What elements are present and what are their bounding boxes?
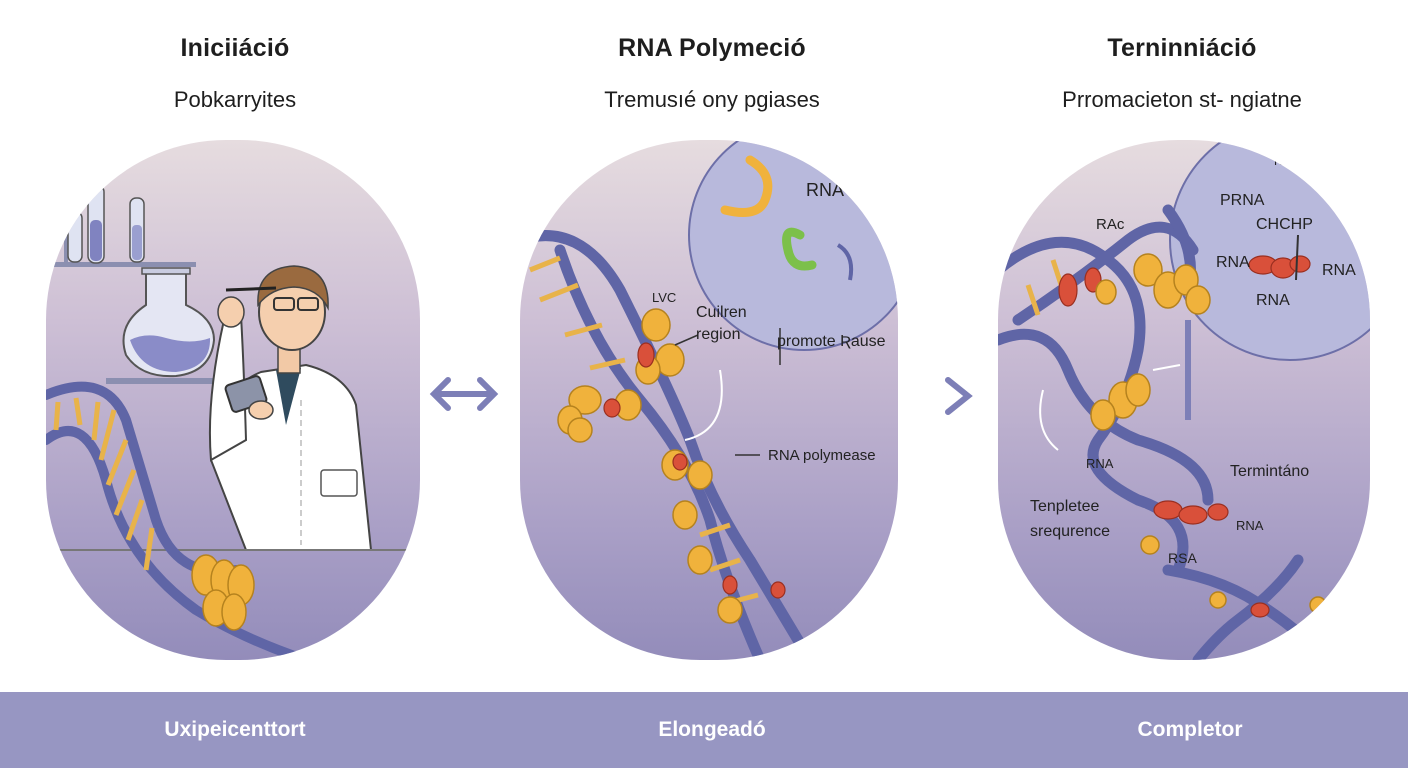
label-chchp: CHCHP [1256, 216, 1313, 233]
stage-title: RNA Polymeció [618, 34, 806, 62]
right-arrow-icon [812, 377, 973, 415]
footer-label-1: Uxipeicenttort [164, 718, 306, 741]
footer-label-3: Completor [1137, 718, 1243, 741]
label-rac: RAc [1096, 216, 1125, 233]
label-rna-left: RNA [1216, 254, 1250, 271]
label-region: Cuilren region [696, 304, 747, 343]
panel-initiation [46, 140, 420, 660]
footer-label-2: Elongeadó [658, 718, 766, 741]
dna-polymerase-illustration [520, 140, 898, 660]
label-rsa: RSA [1168, 550, 1197, 566]
stage-header-termination: Terninniáció Prromacieton st- ngiatne [1002, 34, 1362, 113]
label-rna-right: RNA [1322, 262, 1356, 279]
panel-termination: RAc H3 PRNA CHCHP RNA RNA RNA RNA Termin… [998, 140, 1370, 660]
stage-title: Iniciiáció [180, 34, 290, 62]
stage-subtitle: Pobkarryites [173, 87, 297, 112]
label-template-sequence: Tenpletee srequrence [1030, 498, 1111, 540]
label-prna: PRNA [1220, 192, 1265, 209]
label-rna-low: RNA [1236, 518, 1264, 533]
stage-subtitle: Prromacieton st- ngiatne [1062, 87, 1302, 112]
label-rna-bottom: RNA [1256, 292, 1290, 309]
stage-subtitle: Tremusıé ony pgiases [604, 87, 820, 112]
termination-illustration [998, 140, 1370, 660]
stage-title: Terninniáció [1107, 34, 1257, 62]
scientist-lab-illustration [46, 184, 420, 660]
stage-header-polymerase: RNA Polymeció Tremusıé ony pgiases [532, 34, 892, 113]
label-promote-pause: promote Ʀause [777, 333, 886, 350]
label-rna: RNA [806, 180, 845, 200]
label-rna-polymerase: RNA polymease [768, 447, 876, 464]
panel-polymerase: RNA LVC Cuilren region promote Ʀause RNA… [520, 140, 898, 660]
label-terminator: Termintáno [1230, 463, 1310, 480]
label-h3: H3 [1274, 154, 1290, 168]
stage-footer-bar: Uxipeicenttort Elongeadó Completor [0, 692, 1408, 768]
label-rna-mid: RNA [1086, 456, 1114, 471]
bidirectional-arrow-icon [429, 377, 499, 411]
stage-header-initiation: Iniciiáció Pobkarryites [55, 34, 415, 113]
label-lvc: LVC [652, 290, 677, 305]
